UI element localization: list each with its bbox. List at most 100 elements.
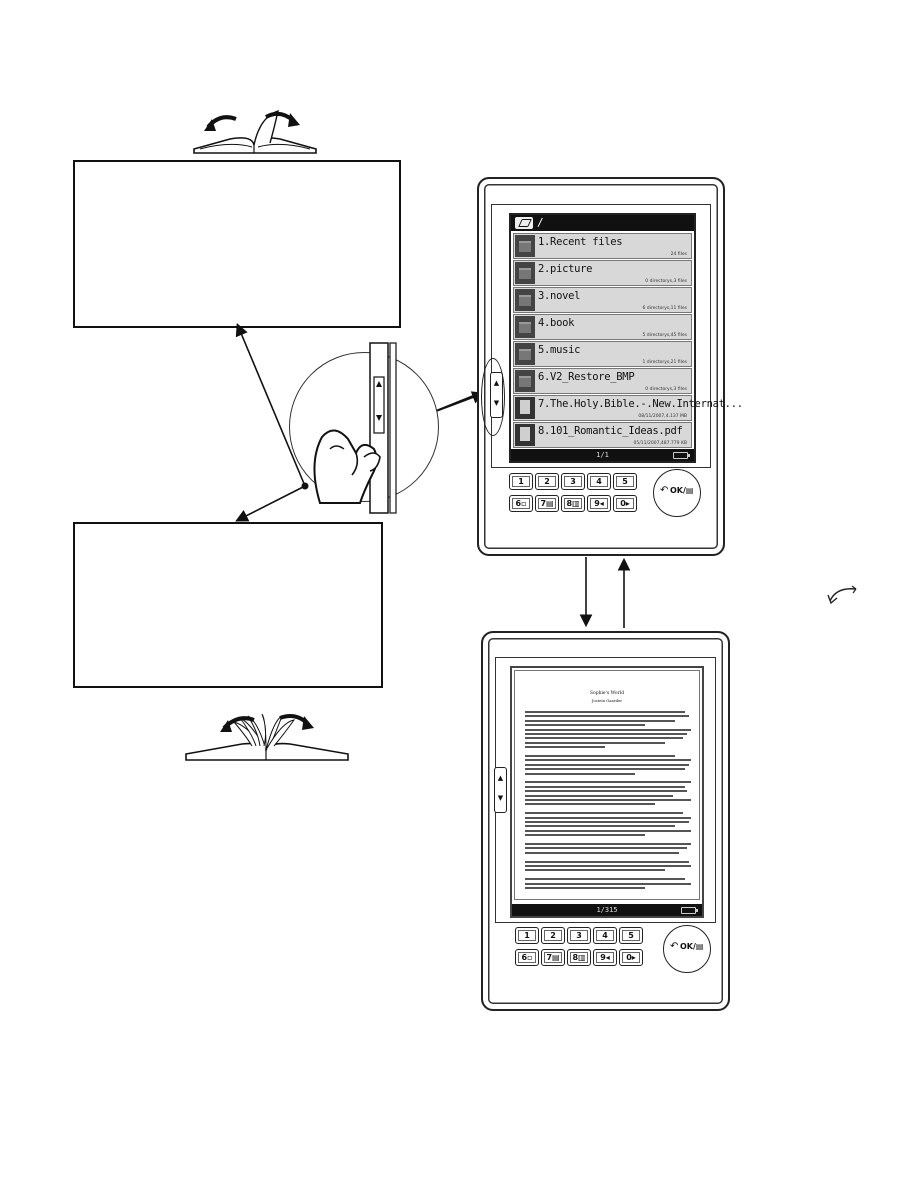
back-arrow-icon: ↶ bbox=[670, 941, 679, 952]
key-0[interactable]: 0▸ bbox=[619, 949, 643, 966]
file-row-recent[interactable]: 1.Recent files 24 files bbox=[513, 233, 692, 259]
text-line bbox=[525, 790, 687, 793]
finger-press-icon bbox=[313, 342, 397, 514]
file-name: 5.music bbox=[538, 344, 581, 356]
battery-icon bbox=[681, 907, 698, 914]
multi-page-turn-icon bbox=[185, 713, 349, 761]
path-bar: / bbox=[511, 215, 694, 231]
ok-button[interactable]: ↶ OK/▤ bbox=[653, 469, 701, 517]
text-line bbox=[525, 887, 645, 889]
page-rocker-button[interactable]: ▲ ▼ bbox=[494, 767, 507, 813]
single-page-turn-icon bbox=[193, 109, 317, 154]
text-line bbox=[525, 860, 689, 863]
document-icon bbox=[515, 397, 535, 419]
multi-page-caption-box bbox=[73, 522, 383, 688]
ereader-device-top: / 1.Recent files 24 files 2.picture 0 di… bbox=[477, 177, 743, 556]
key-4[interactable]: 4 bbox=[587, 473, 611, 490]
file-meta: 6 directorys,11 files bbox=[642, 306, 687, 311]
ereader-device-bottom: Sophie's World Jostein Gaarder 1/315 ▲ ▼… bbox=[481, 631, 730, 1011]
text-line bbox=[525, 741, 665, 744]
text-line bbox=[525, 755, 675, 757]
text-line bbox=[525, 719, 675, 722]
key-9[interactable]: 9◂ bbox=[593, 949, 617, 966]
file-meta: 5 directorys,45 files bbox=[642, 333, 687, 338]
file-name: 8.101_Romantic_Ideas.pdf bbox=[538, 425, 683, 437]
key-2[interactable]: 2 bbox=[541, 927, 565, 944]
key-6[interactable]: 6▫ bbox=[515, 949, 539, 966]
file-row-bible[interactable]: 7.The.Holy.Bible.-.New.Internat... 08/11… bbox=[513, 395, 743, 421]
key-5[interactable]: 5 bbox=[619, 927, 643, 944]
folder-icon bbox=[515, 316, 535, 338]
file-row-novel[interactable]: 3.novel 6 directorys,11 files bbox=[513, 287, 692, 313]
folder-icon bbox=[515, 343, 535, 365]
text-line bbox=[525, 816, 691, 819]
text-line bbox=[525, 865, 691, 867]
book-page: Sophie's World Jostein Gaarder bbox=[514, 670, 700, 900]
key-7[interactable]: 7▤ bbox=[535, 495, 559, 512]
key-3[interactable]: 3 bbox=[561, 473, 585, 490]
text-line bbox=[525, 847, 687, 850]
single-page-caption-box bbox=[73, 160, 401, 328]
text-line bbox=[525, 772, 635, 775]
file-name: 7.The.Holy.Bible.-.New.Internat... bbox=[538, 398, 743, 410]
back-arrow-icon: ↶ bbox=[660, 485, 669, 496]
key-4[interactable]: 4 bbox=[593, 927, 617, 944]
text-line bbox=[525, 843, 691, 845]
file-browser-screen: / 1.Recent files 24 files 2.picture 0 di… bbox=[509, 213, 743, 463]
key-2[interactable]: 2 bbox=[535, 473, 559, 490]
folder-icon bbox=[515, 262, 535, 284]
file-name: 2.picture bbox=[538, 263, 593, 275]
text-line bbox=[525, 746, 605, 749]
file-meta: 24 files bbox=[670, 252, 687, 257]
file-meta: 0 directorys,3 files bbox=[645, 387, 687, 392]
key-9[interactable]: 9◂ bbox=[587, 495, 611, 512]
page-up-icon: ▲ bbox=[497, 774, 504, 782]
key-3[interactable]: 3 bbox=[567, 927, 591, 944]
file-name: 6.V2_Restore_BMP bbox=[538, 371, 635, 383]
text-line bbox=[525, 715, 689, 718]
text-line bbox=[525, 763, 689, 766]
key-1[interactable]: 1 bbox=[515, 927, 539, 944]
key-0[interactable]: 0▸ bbox=[613, 495, 637, 512]
text-line bbox=[525, 728, 691, 731]
finger-closeup-callout bbox=[289, 342, 439, 514]
text-line bbox=[525, 821, 689, 823]
key-8[interactable]: 8▥ bbox=[561, 495, 585, 512]
text-line bbox=[525, 759, 691, 762]
file-row-picture[interactable]: 2.picture 0 directorys,3 files bbox=[513, 260, 692, 286]
file-row-book[interactable]: 4.book 5 directorys,45 files bbox=[513, 314, 692, 340]
key-8[interactable]: 8▥ bbox=[567, 949, 591, 966]
book-author: Jostein Gaarder bbox=[591, 698, 623, 703]
text-line bbox=[525, 768, 685, 771]
text-line bbox=[525, 851, 679, 854]
text-line bbox=[525, 785, 685, 788]
folder-icon bbox=[515, 289, 535, 311]
folder-icon bbox=[515, 235, 535, 257]
document-icon bbox=[515, 424, 535, 446]
file-row-music[interactable]: 5.music 1 directorys,21 files bbox=[513, 341, 692, 367]
text-line bbox=[525, 724, 645, 727]
text-line bbox=[525, 781, 691, 784]
file-meta: 08/11/2007,4.137 MB bbox=[638, 414, 687, 419]
text-line bbox=[525, 869, 665, 872]
file-row-restore[interactable]: 6.V2_Restore_BMP 0 directorys,3 files bbox=[513, 368, 692, 394]
key-7[interactable]: 7▤ bbox=[541, 949, 565, 966]
edit-icon bbox=[515, 217, 533, 229]
file-name: 1.Recent files bbox=[538, 236, 623, 248]
text-line bbox=[525, 834, 645, 837]
file-meta: 0 directorys,3 files bbox=[645, 279, 687, 284]
key-5[interactable]: 5 bbox=[613, 473, 637, 490]
book-reader-screen: Sophie's World Jostein Gaarder 1/315 bbox=[510, 666, 704, 918]
button-highlight-ellipse bbox=[481, 358, 505, 436]
page-down-icon: ▼ bbox=[497, 794, 504, 802]
key-1[interactable]: 1 bbox=[509, 473, 533, 490]
ok-button[interactable]: ↶ OK/▤ bbox=[663, 925, 711, 973]
back-arrow-icon bbox=[827, 585, 857, 605]
file-meta: 05/11/2007,487.779 KB bbox=[633, 441, 687, 446]
key-6[interactable]: 6▫ bbox=[509, 495, 533, 512]
file-row-romantic[interactable]: 8.101_Romantic_Ideas.pdf 05/11/2007,487.… bbox=[513, 422, 692, 448]
text-line bbox=[525, 878, 685, 881]
file-name: 3.novel bbox=[538, 290, 581, 302]
ok-label: OK/▤ bbox=[670, 486, 694, 495]
